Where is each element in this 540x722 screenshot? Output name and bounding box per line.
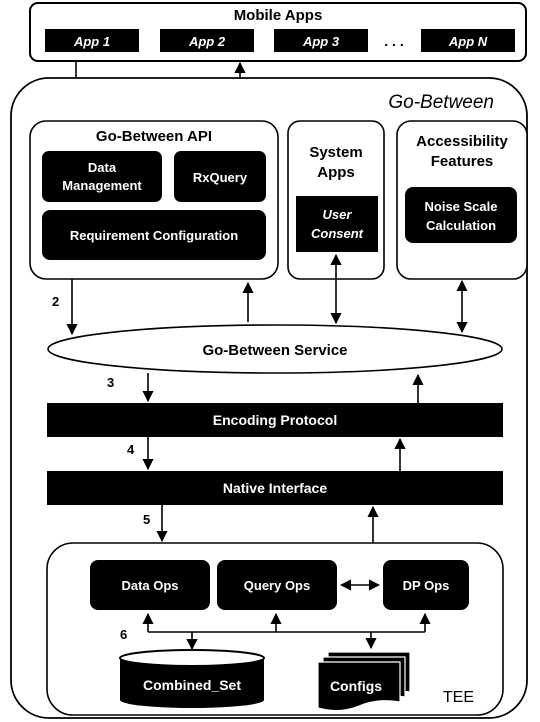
rxquery-label: RxQuery: [193, 170, 248, 185]
dp-ops-box: DP Ops: [383, 560, 469, 610]
user-consent-line2: Consent: [311, 226, 364, 241]
app-2-box: App 2: [160, 29, 254, 52]
app-2-label: App 2: [188, 34, 226, 49]
app-3-label: App 3: [302, 34, 340, 49]
encoding-protocol-bar: Encoding Protocol: [47, 403, 503, 437]
step-4-label: 4: [127, 442, 135, 457]
data-ops-box: Data Ops: [90, 560, 210, 610]
accessibility-features-panel: Accessibility Features Noise Scale Calcu…: [396, 120, 528, 280]
go-between-service-label: Go-Between Service: [202, 342, 347, 359]
api-title: Go-Between API: [96, 128, 212, 145]
tee-label: TEE: [443, 689, 474, 706]
go-between-api-panel: Go-Between API Data Management RxQuery R…: [29, 120, 279, 280]
app-n-box: App N: [421, 29, 515, 52]
noise-scale-box: Noise Scale Calculation: [405, 187, 517, 243]
go-between-title: Go-Between: [388, 92, 494, 113]
apps-ellipsis: . . .: [384, 33, 403, 49]
user-consent-box: User Consent: [296, 196, 378, 252]
query-ops-label: Query Ops: [244, 578, 310, 593]
combined-set-label: Combined_Set: [143, 677, 241, 693]
app-3-box: App 3: [274, 29, 368, 52]
data-management-line2: Management: [62, 178, 142, 193]
app-n-label: App N: [448, 34, 488, 49]
rxquery-box: RxQuery: [174, 151, 266, 202]
requirement-configuration-box: Requirement Configuration: [42, 210, 266, 260]
accessibility-line2: Features: [431, 153, 494, 170]
system-apps-panel: System Apps User Consent: [287, 120, 385, 280]
data-management-line1: Data: [88, 160, 117, 175]
accessibility-line1: Accessibility: [416, 133, 508, 150]
combined-set-database: Combined_Set: [119, 649, 265, 708]
encoding-protocol-label: Encoding Protocol: [213, 412, 337, 428]
system-apps-line1: System: [309, 144, 362, 161]
step-2-label: 2: [52, 294, 59, 309]
requirement-configuration-label: Requirement Configuration: [70, 228, 238, 243]
dp-ops-label: DP Ops: [403, 578, 450, 593]
app-1-label: App 1: [73, 34, 110, 49]
step-3-label: 3: [107, 375, 114, 390]
noise-scale-line2: Calculation: [426, 218, 496, 233]
data-management-box: Data Management: [42, 151, 162, 202]
native-interface-label: Native Interface: [223, 480, 327, 496]
system-apps-line2: Apps: [317, 164, 355, 181]
user-consent-line1: User: [323, 207, 353, 222]
configs-label: Configs: [330, 678, 382, 694]
data-ops-label: Data Ops: [121, 578, 178, 593]
go-between-service-node: Go-Between Service: [47, 324, 503, 374]
noise-scale-line1: Noise Scale: [425, 199, 498, 214]
query-ops-box: Query Ops: [217, 560, 337, 610]
configs-document-stack: Configs: [317, 651, 411, 712]
tee-bus-connectors: [142, 612, 431, 651]
native-interface-bar: Native Interface: [47, 471, 503, 505]
mobile-apps-panel: Mobile Apps App 1 App 2 App 3 . . . App …: [29, 2, 527, 62]
app-1-box: App 1: [45, 29, 139, 52]
mobile-apps-title: Mobile Apps: [234, 7, 323, 24]
step-5-label: 5: [143, 512, 150, 527]
step-6-label: 6: [120, 627, 127, 642]
